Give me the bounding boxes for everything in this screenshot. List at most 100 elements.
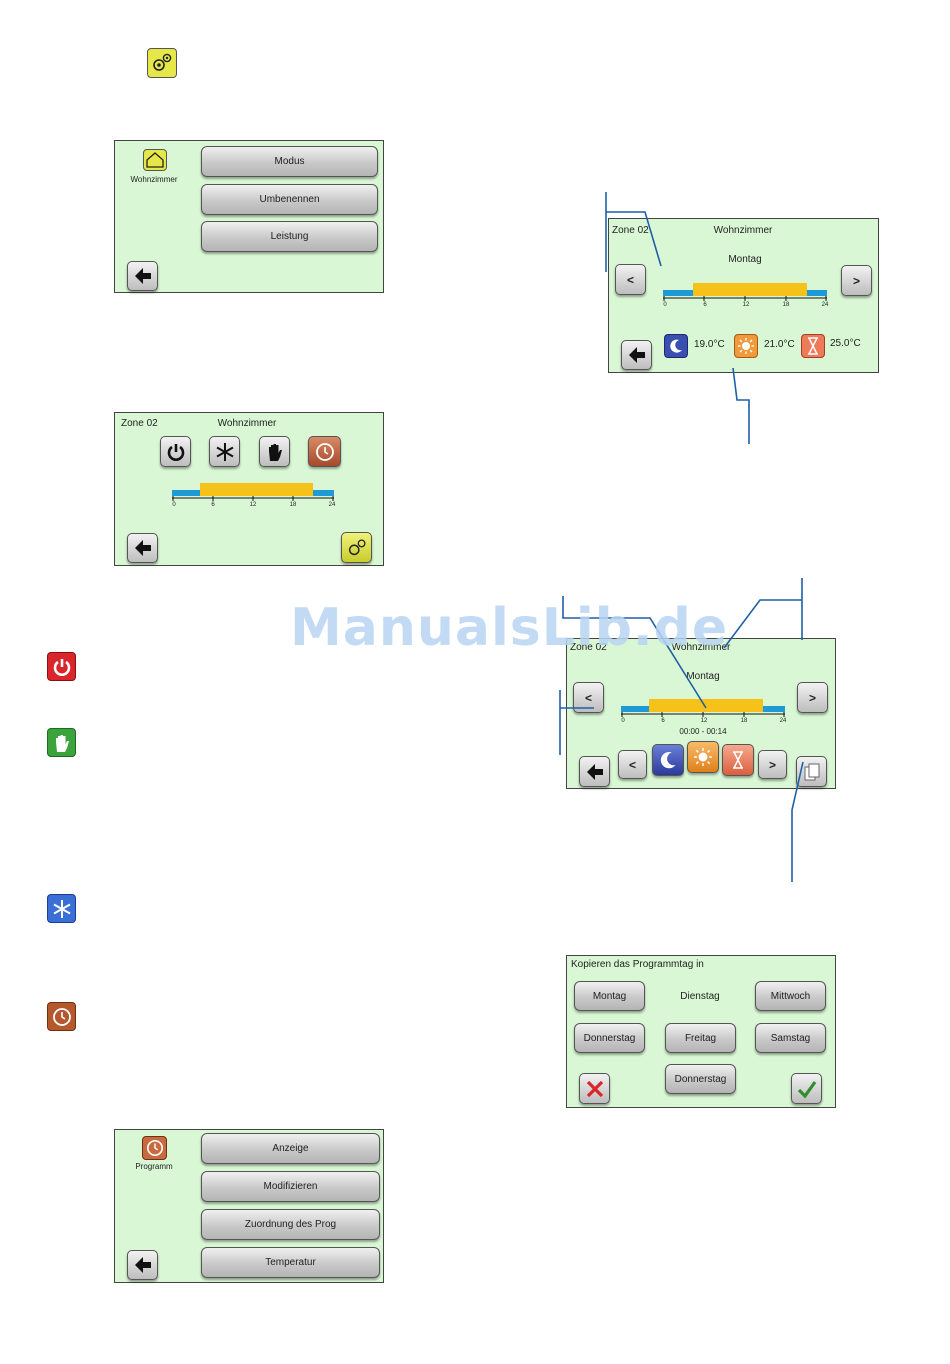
back-arrow-icon <box>586 763 603 780</box>
manual-mode-icon <box>47 728 76 757</box>
next-day-button[interactable]: > <box>841 265 872 296</box>
mode-next-button[interactable]: > <box>758 750 787 779</box>
watermark: ManualsLib.de <box>290 598 729 658</box>
temperature-button[interactable]: Temperatur <box>201 1247 380 1278</box>
zone-house-icon <box>143 149 167 171</box>
night-mode-select[interactable] <box>652 744 684 776</box>
clock-icon <box>315 442 334 461</box>
off-mode-button[interactable] <box>160 436 191 467</box>
program-mode-button[interactable] <box>308 436 341 467</box>
mode-button[interactable]: Modus <box>201 146 378 177</box>
tick-label: 18 <box>740 718 748 724</box>
tick-label: 12 <box>700 718 708 724</box>
day-timeline <box>621 698 785 720</box>
rename-button[interactable]: Umbenennen <box>201 184 378 215</box>
display-button[interactable]: Anzeige <box>201 1133 380 1164</box>
day-name: Montag <box>728 254 762 265</box>
copy-target-wednesday[interactable]: Mittwoch <box>755 981 826 1011</box>
copy-target-monday[interactable]: Montag <box>574 981 645 1011</box>
night-moon-icon <box>660 752 676 769</box>
night-moon-icon <box>664 334 688 358</box>
tick-label: 24 <box>821 302 829 308</box>
copy-source-day: Dienstag <box>680 991 720 1002</box>
copy-target-saturday[interactable]: Samstag <box>755 1023 826 1053</box>
night-temperature: 19.0°C <box>694 339 725 350</box>
back-arrow-icon <box>134 1257 151 1273</box>
frost-mode-icon <box>47 894 76 923</box>
off-mode-icon <box>47 652 76 681</box>
copy-target-sunday[interactable]: Donnerstag <box>665 1064 736 1094</box>
zone-menu-screen: Wohnzimmer Modus Umbenennen Leistung <box>114 140 384 293</box>
day-timeline <box>172 482 334 512</box>
settings-gear-icon <box>147 48 177 78</box>
copy-target-thursday[interactable]: Donnerstag <box>574 1023 645 1053</box>
day-mode-select[interactable] <box>687 741 719 773</box>
tick-label: 18 <box>782 302 790 308</box>
comfort-temperature: 25.0°C <box>830 338 861 349</box>
assign-program-button[interactable]: Zuordnung des Prog <box>201 1209 380 1240</box>
cancel-x-icon <box>586 1080 603 1097</box>
room-name: Wohnzimmer <box>217 418 277 429</box>
program-edit-screen: Zone 02 Wohnzimmer Montag < > 0 6 12 18 … <box>566 638 836 789</box>
program-menu-screen: Programm Anzeige Modifizieren Zuordnung … <box>114 1129 384 1283</box>
previous-day-button[interactable]: < <box>615 264 646 295</box>
tick-label: 0 <box>621 718 625 724</box>
power-icon <box>167 443 184 461</box>
tick-label: 24 <box>779 718 787 724</box>
tick-label: 18 <box>289 502 297 508</box>
settings-gear-icon <box>348 538 366 555</box>
zone-icon-label: Wohnzimmer <box>130 175 178 184</box>
copy-title: Kopieren das Programmtag in <box>571 959 704 970</box>
tick-label: 24 <box>328 502 336 508</box>
mode-prev-button[interactable]: < <box>618 750 647 779</box>
cursor-right-button[interactable]: > <box>797 682 828 713</box>
hand-icon <box>268 443 282 461</box>
tick-label: 0 <box>663 302 667 308</box>
copy-target-friday[interactable]: Freitag <box>665 1023 736 1053</box>
program-icon-label: Programm <box>135 1162 173 1171</box>
copy-day-screen: Kopieren das Programmtag in Montag Diens… <box>566 955 836 1108</box>
room-name: Wohnzimmer <box>671 642 731 653</box>
day-timeline <box>663 282 827 304</box>
back-arrow-icon <box>134 268 151 284</box>
comfort-hourglass-icon <box>733 751 743 769</box>
zone-number: Zone 02 <box>570 642 607 653</box>
tick-label: 6 <box>703 302 707 308</box>
time-range: 00:00 - 00:14 <box>679 727 727 736</box>
copy-pages-icon <box>804 763 819 780</box>
comfort-mode-select[interactable] <box>722 744 754 776</box>
back-button[interactable] <box>127 1250 158 1280</box>
tick-label: 12 <box>742 302 750 308</box>
tick-label: 6 <box>211 502 215 508</box>
back-arrow-icon <box>134 540 151 556</box>
day-sun-icon <box>734 334 758 358</box>
modify-button[interactable]: Modifizieren <box>201 1171 380 1202</box>
back-button[interactable] <box>579 756 610 787</box>
settings-button[interactable] <box>341 532 372 563</box>
manual-mode-button[interactable] <box>259 436 290 467</box>
program-mode-icon <box>47 1002 76 1031</box>
back-button[interactable] <box>127 533 158 563</box>
confirm-button[interactable] <box>791 1073 822 1104</box>
snowflake-icon <box>216 442 233 461</box>
tick-label: 12 <box>249 502 257 508</box>
back-arrow-icon <box>628 347 645 363</box>
back-button[interactable] <box>621 340 652 370</box>
checkmark-icon <box>797 1080 816 1098</box>
day-sun-icon <box>694 748 712 766</box>
room-name: Wohnzimmer <box>713 225 773 236</box>
cancel-button[interactable] <box>579 1073 610 1104</box>
back-button[interactable] <box>127 261 158 291</box>
zone-number: Zone 02 <box>612 225 649 236</box>
program-view-screen: Zone 02 Wohnzimmer Montag < > 0 6 12 18 … <box>608 218 879 373</box>
day-temperature: 21.0°C <box>764 339 795 350</box>
day-name: Montag <box>686 671 720 682</box>
frost-mode-button[interactable] <box>209 436 240 467</box>
power-button[interactable]: Leistung <box>201 221 378 252</box>
zone-number: Zone 02 <box>121 418 158 429</box>
clock-icon <box>142 1136 167 1160</box>
tick-label: 0 <box>172 502 176 508</box>
tick-label: 6 <box>661 718 665 724</box>
zone-overview-screen: Zone 02 Wohnzimmer 0 6 12 18 24 <box>114 412 384 566</box>
